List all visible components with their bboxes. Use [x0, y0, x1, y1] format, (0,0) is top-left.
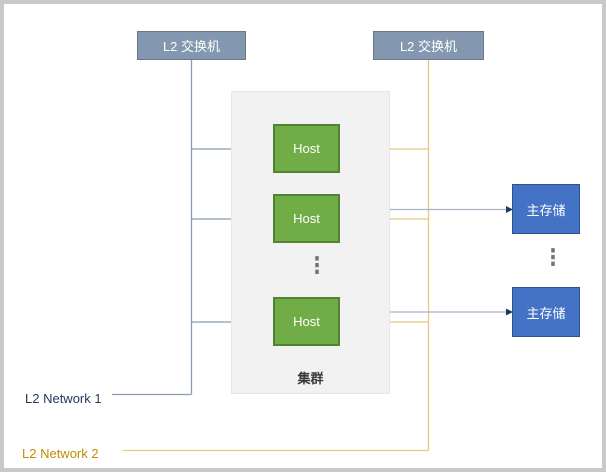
primary-storage-1: 主存储 [512, 184, 580, 234]
l2-switch-1: L2 交换机 [137, 31, 246, 60]
l2-switch-2: L2 交换机 [373, 31, 484, 60]
primary-storage-2-label: 主存储 [526, 305, 566, 321]
connector-lines [112, 60, 513, 452]
host-3-label: Host [293, 314, 320, 329]
cluster-label: 集群 [297, 371, 324, 386]
host-3: Host [273, 297, 340, 346]
storage-arrows [390, 206, 513, 316]
storage2-arrowhead [506, 308, 513, 316]
l2-network-2-label: L2 Network 2 [22, 446, 99, 461]
diagram-canvas: L2 交换机 L2 交换机 集群 Host Host ⋮ Host 主存储 ⋮ … [8, 8, 602, 468]
storage1-arrowhead [506, 206, 513, 213]
host-1-label: Host [293, 141, 320, 156]
host-2-label: Host [293, 211, 320, 226]
primary-storage-1-label: 主存储 [526, 202, 566, 218]
hosts-ellipsis: ⋮ [307, 253, 327, 279]
host-2: Host [273, 194, 340, 243]
l2-switch-1-label: L2 交换机 [162, 39, 221, 54]
l2-network-1-label: L2 Network 1 [25, 391, 102, 406]
primary-storage-2: 主存储 [512, 287, 580, 337]
host-1: Host [273, 124, 340, 173]
l2-switch-2-label: L2 交换机 [399, 39, 458, 54]
storage-ellipsis: ⋮ [543, 245, 563, 271]
